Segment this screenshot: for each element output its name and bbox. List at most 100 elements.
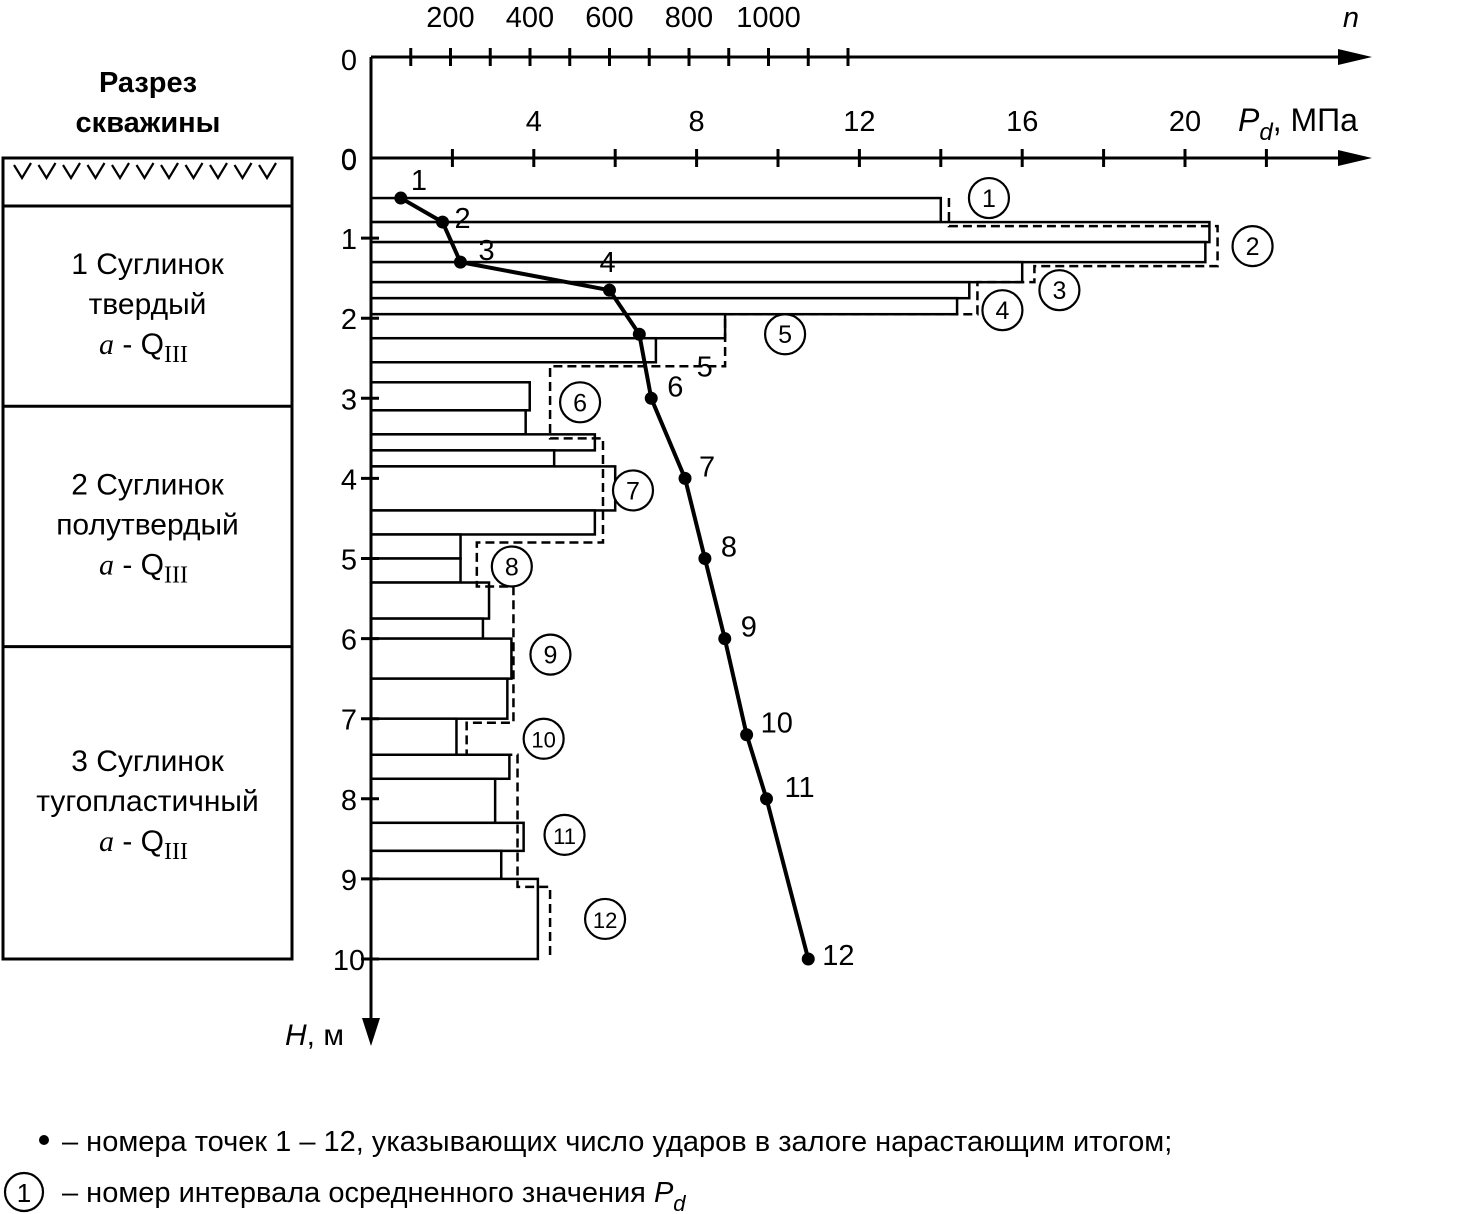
blow-point-label: 3 — [478, 235, 494, 267]
ground-hatch-mark — [62, 162, 81, 181]
depth-axis-label: H, м — [285, 1019, 344, 1052]
blow-point-label: 6 — [667, 371, 683, 403]
pd-bar — [369, 433, 597, 452]
interval-marker-label: 8 — [505, 554, 519, 582]
pd-bar — [369, 296, 959, 316]
interval-marker-label: 7 — [626, 477, 640, 505]
section-title-line2: скважины — [76, 107, 221, 139]
pd-bar — [369, 336, 658, 364]
pd-bar — [369, 717, 458, 756]
blow-point — [394, 191, 408, 205]
blow-point — [698, 552, 712, 565]
ground-hatch-mark — [135, 162, 155, 181]
pd-axis-label-var: P — [1238, 102, 1260, 138]
pd-bar — [369, 533, 462, 560]
pd-tick-label: 4 — [526, 106, 542, 138]
depth-tick-label: 8 — [341, 785, 357, 817]
ground-hatch-mark — [258, 162, 277, 181]
depth-tick-label: 2 — [341, 304, 357, 336]
interval-marker-label: 5 — [778, 321, 792, 349]
section-layer-age: a - QIII — [99, 548, 188, 588]
depth-tick-label: 10 — [333, 945, 365, 977]
blow-point — [740, 728, 754, 742]
pd-bar — [369, 637, 513, 680]
legend: – номера точек 1 – 12, указывающих число… — [3, 1126, 1172, 1214]
pd-tick-label: 8 — [689, 106, 705, 138]
age-prefix: a — [99, 328, 114, 361]
interval-marker-label: 10 — [531, 728, 555, 753]
depth-tick-label: 4 — [341, 464, 357, 496]
blow-point-label: 1 — [411, 165, 427, 197]
pd-bars — [369, 196, 1211, 961]
legend-dot-text: – номера точек 1 – 12, указывающих число… — [62, 1126, 1172, 1158]
blow-point-label: 2 — [455, 203, 471, 235]
n-tick-label: 1000 — [736, 2, 801, 34]
n-zero-label: 0 — [341, 45, 357, 77]
legend-circle-symbol: 1 — [17, 1178, 31, 1208]
pd-bar — [369, 849, 503, 881]
interval-marker-icon — [490, 545, 533, 588]
interval-marker-icon — [529, 633, 572, 676]
pd-bar — [369, 677, 509, 720]
depth-tick-label: 1 — [341, 224, 357, 256]
interval-marker-icon — [1038, 269, 1081, 312]
section-layer-label: 1 Суглинок — [71, 248, 224, 281]
n-tick-label: 200 — [426, 2, 474, 34]
blow-point-label: 9 — [741, 612, 757, 644]
pd-bar — [369, 753, 511, 781]
section-layer-label: тугопластичный — [36, 785, 259, 818]
interval-marker-icon — [1231, 225, 1274, 268]
legend-circle-text-sub: d — [673, 1191, 686, 1214]
interval-marker-icon — [558, 381, 602, 424]
ground-hatch-mark — [184, 162, 204, 181]
interval-marker-icon — [763, 313, 807, 356]
age-index: III — [164, 342, 188, 368]
legend-dot-icon — [39, 1135, 49, 1145]
pd-bar — [369, 509, 597, 536]
n-tick-label: 400 — [506, 2, 554, 34]
pd-axis-label-sub: d — [1259, 119, 1273, 146]
pd-bar — [369, 381, 531, 412]
pd-zero-label: 0 — [341, 145, 357, 177]
n-axis-label: n — [1343, 2, 1359, 34]
section-frame — [1, 156, 294, 961]
blow-point — [644, 391, 658, 405]
pd-bar — [369, 557, 462, 584]
blow-point-label: 7 — [699, 451, 715, 483]
pd-bar — [369, 581, 491, 620]
pd-axis-arrow-icon — [1338, 150, 1372, 166]
blow-point — [603, 283, 616, 297]
section-layer-age: a - QIII — [99, 825, 188, 865]
ground-hatch-mark — [13, 162, 32, 181]
blow-point-label: 10 — [761, 708, 793, 740]
pd-tick-label: 12 — [843, 106, 875, 138]
blow-count-line — [399, 196, 811, 960]
n-axis-arrow-icon — [1338, 49, 1372, 65]
ground-hatch-mark — [209, 162, 228, 181]
pd-bar — [369, 821, 525, 853]
legend-circle-text-var: P — [654, 1177, 674, 1209]
interval-marker-icon — [583, 897, 627, 941]
section-layer-label: твердый — [89, 288, 207, 321]
borehole-section: 1 Суглинок твердый a - QIII 2 Суглинок полут… — [1, 156, 294, 961]
blow-point — [678, 471, 692, 485]
blow-point — [801, 952, 815, 966]
section-layer-label: 2 Суглинок — [71, 468, 224, 501]
age-prefix: a — [99, 825, 114, 858]
interval-marker-label: 2 — [1246, 233, 1260, 261]
blow-point — [632, 327, 646, 341]
interval-marker-label: 4 — [995, 297, 1009, 325]
pd-bar — [369, 617, 485, 640]
pd-axis-label-unit: , МПа — [1273, 102, 1358, 138]
depth-axis-arrow-icon — [362, 1018, 380, 1046]
section-layer-label: полутвердый — [56, 508, 239, 541]
interval-marker-icon — [543, 813, 586, 856]
pd-bar — [369, 449, 556, 468]
pd-tick-label: 20 — [1169, 106, 1201, 138]
interval-marker-icon — [981, 289, 1024, 332]
age-index: III — [164, 839, 188, 865]
depth-tick-label: 5 — [341, 545, 357, 577]
blow-point-label: 4 — [600, 247, 616, 279]
pd-bar — [369, 777, 497, 825]
